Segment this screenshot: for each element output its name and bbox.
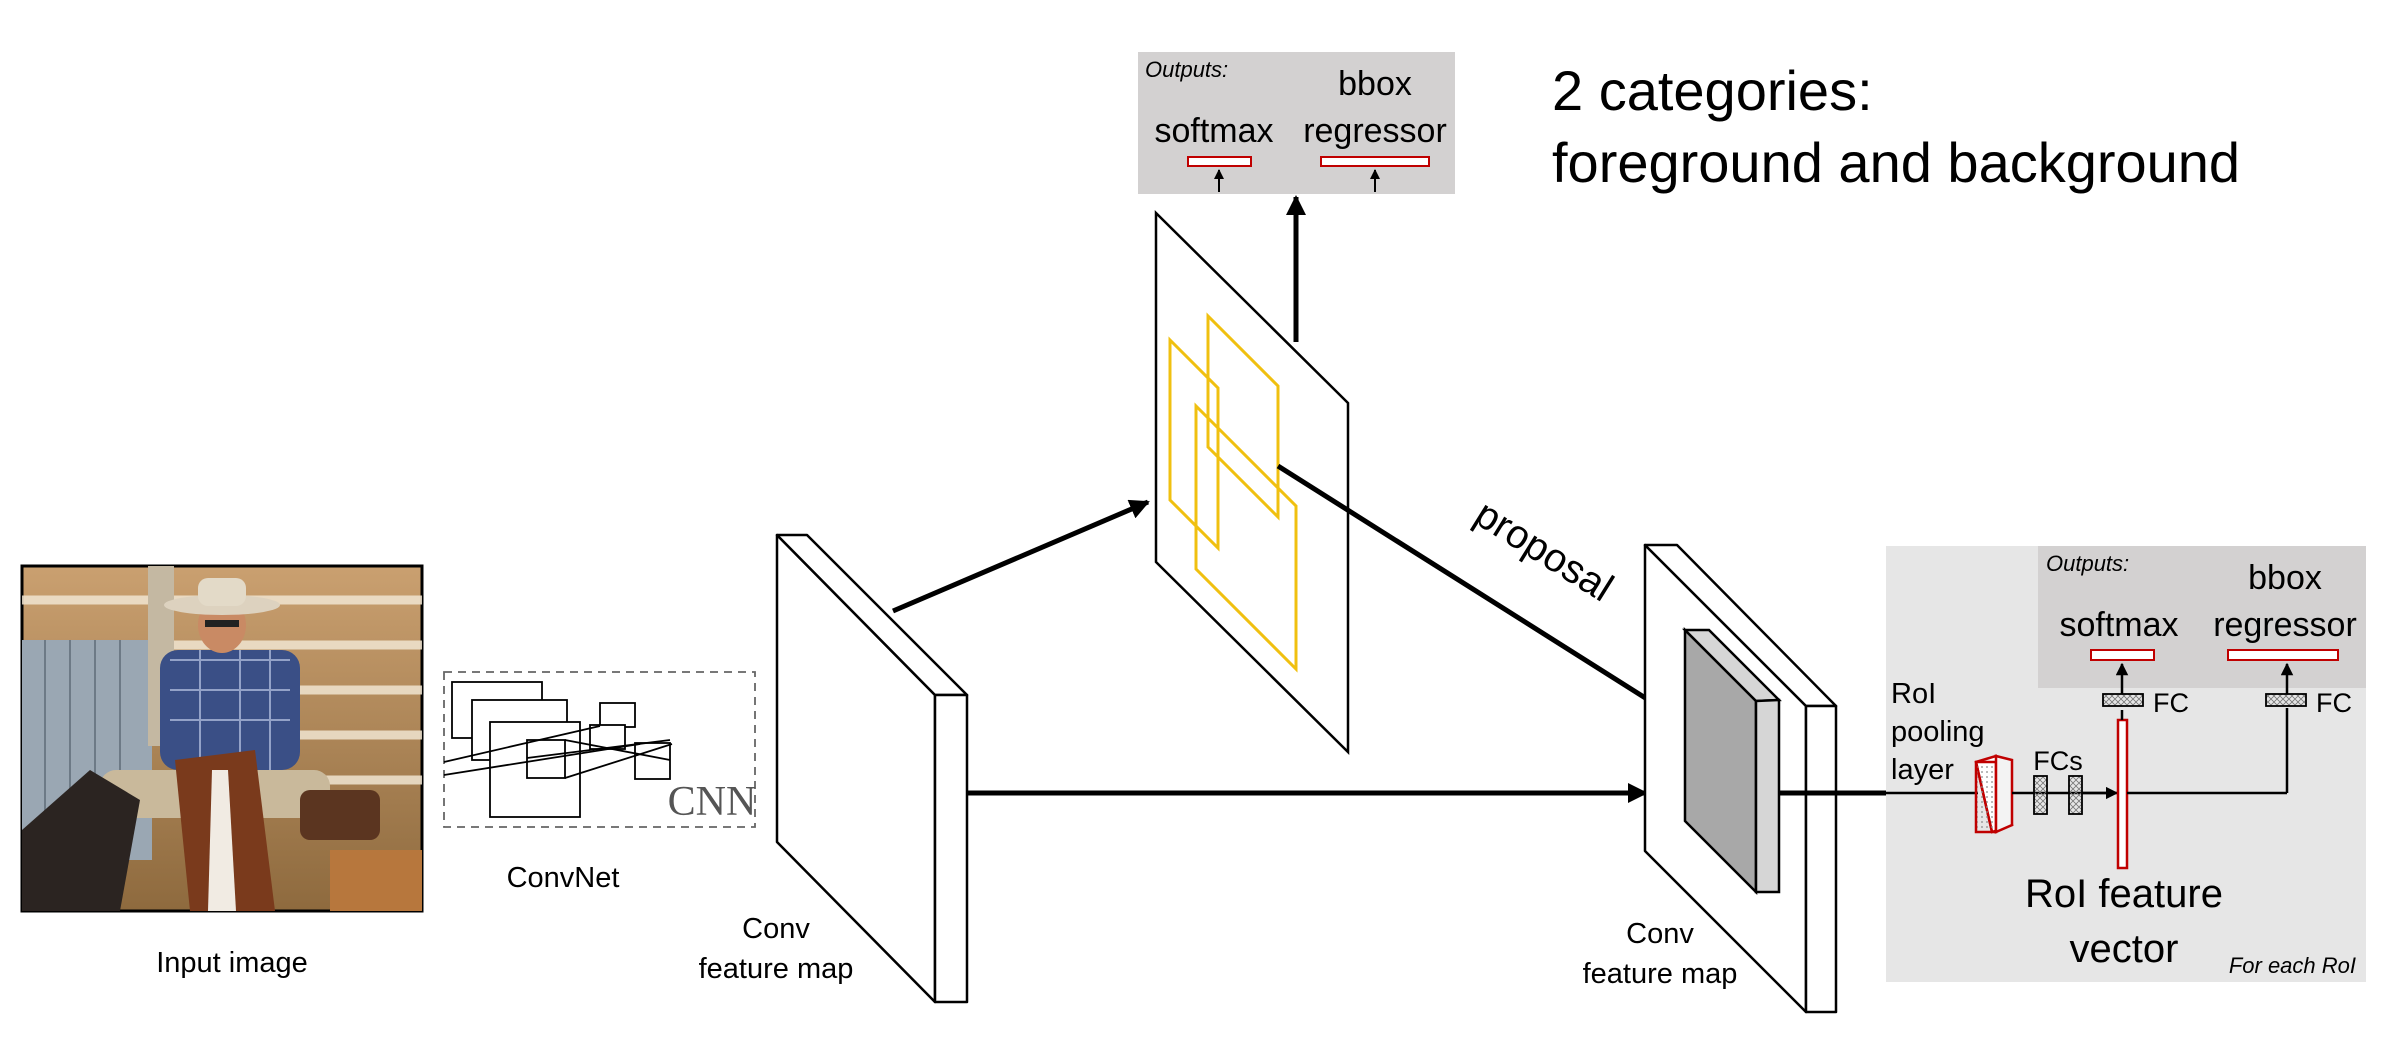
fc-bbox-block: [2265, 693, 2307, 707]
rpn-bbox-line2: regressor: [1303, 112, 1447, 150]
fc-block-1: [2033, 775, 2048, 815]
conv-map-label-1-line2: feature map: [699, 953, 854, 985]
horse-mane: [22, 770, 140, 911]
conv-map-label-1-line1: Conv: [742, 913, 810, 945]
conv-map-label-2-line2: feature map: [1583, 958, 1738, 990]
rpn-softmax-label: softmax: [1154, 112, 1273, 150]
head-outputs-header: Outputs:: [2046, 551, 2129, 576]
head-bbox-line1: bbox: [2248, 559, 2322, 597]
head-softmax-bar: [2090, 649, 2155, 661]
roi-feature-vector-bar: [2116, 718, 2129, 870]
head-footer: For each RoI: [2229, 953, 2356, 978]
roi-pool-block: [1974, 754, 2014, 834]
roi-region: [1681, 626, 1782, 896]
cnn-box: [443, 671, 756, 828]
arrow-to-rpn: [892, 499, 1150, 614]
roi-pool-line2: pooling: [1891, 716, 1985, 748]
fc-label-2: FC: [2316, 688, 2352, 718]
cowboy-hat-crown: [198, 578, 246, 606]
proposal-label: proposal: [1467, 492, 1620, 611]
rpn-bbox-line1: bbox: [1338, 65, 1412, 103]
convnet-label: ConvNet: [507, 862, 620, 894]
conv-map-label-2-line1: Conv: [1626, 918, 1694, 950]
arrow-proposal: [1276, 463, 1687, 726]
conv-feature-map-1: [775, 533, 969, 1004]
rpn-softmax-bar: [1187, 156, 1252, 167]
flow-arrows: [892, 195, 1687, 803]
roi-feature-line2: vector: [2070, 927, 2179, 971]
saddle: [300, 790, 380, 840]
roi-feature-line1: RoI feature: [2025, 872, 2223, 916]
fc-block-2: [2068, 775, 2083, 815]
head-bbox-bar: [2227, 649, 2339, 661]
head-bbox-line2: regressor: [2213, 606, 2357, 644]
rpn-bbox-bar: [1320, 156, 1430, 167]
roi-pool-line1: RoI: [1891, 678, 1936, 710]
proposal-boxes: [1168, 312, 1298, 673]
rpn-outputs-panel: [1138, 52, 1455, 194]
fcs-label: FCs: [2033, 746, 2083, 776]
title-line-2: foreground and background: [1552, 131, 2240, 194]
rpn-sheet: [1154, 210, 1350, 755]
fc-label-1: FC: [2153, 688, 2189, 718]
fc-softmax-block: [2102, 693, 2144, 707]
rpn-outputs-header: Outputs:: [1145, 57, 1228, 82]
roi-pool-line3: layer: [1891, 754, 1954, 786]
title-line-1: 2 categories:: [1552, 59, 1873, 122]
head-softmax-label: softmax: [2059, 606, 2178, 644]
cnn-label: CNN: [668, 779, 757, 825]
cowboy-shirt: [160, 650, 300, 770]
cnn-layers: [443, 681, 673, 818]
head-outputs-panel: [2038, 546, 2366, 688]
input-image: [20, 564, 424, 913]
input-image-label: Input image: [156, 947, 308, 979]
